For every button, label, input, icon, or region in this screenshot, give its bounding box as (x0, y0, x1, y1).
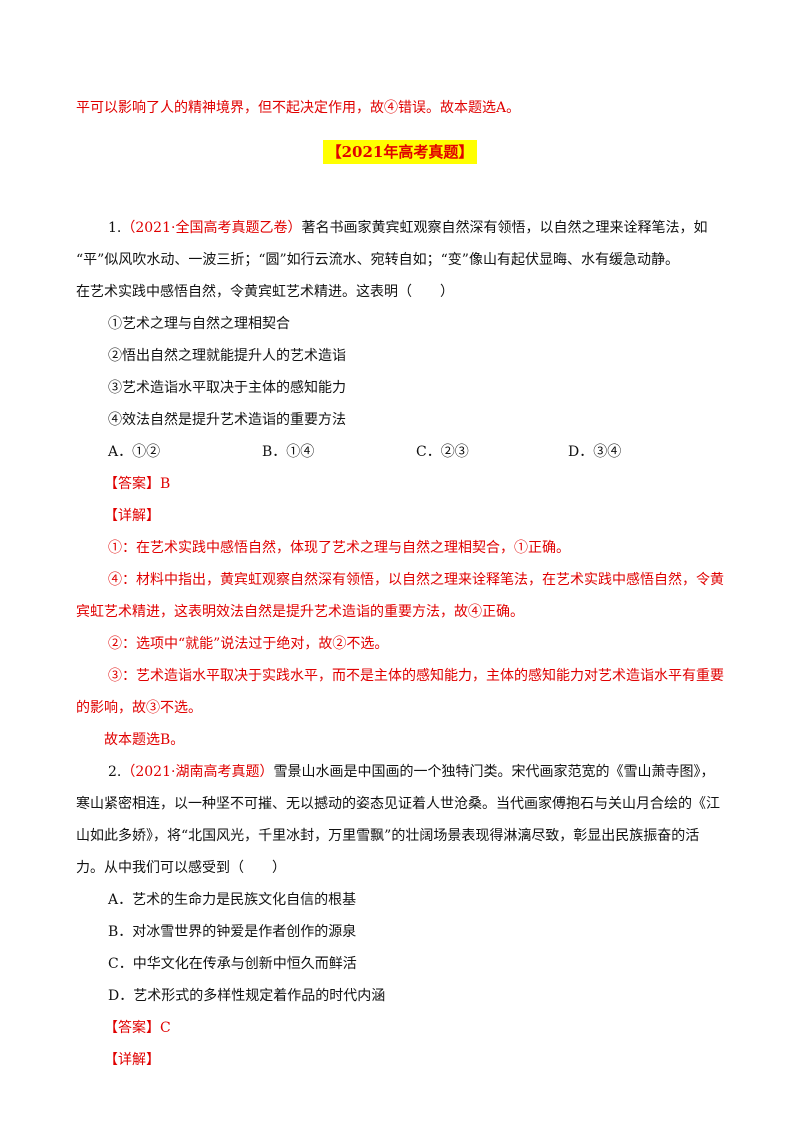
question-2-stem-text-1: 雪景山水画是中国画的一个独特门类。宋代画家范宽的《雪山萧寺图》， (273, 764, 715, 780)
question-2-option-b: B．对冰雪世界的钟爱是作者创作的源泉 (108, 924, 357, 940)
question-2-stem-line-3: 山如此多娇》，将“北国风光，千里冰封，万里雪飘”的壮阔场景表现得淋漓尽致，彰显出… (76, 828, 700, 844)
question-1-source: （2021·全国高考真题乙卷） (121, 220, 302, 236)
carryover-text: 平可以影响了人的精神境界，但不起决定作用，故④错误。故本题选A。 (76, 100, 521, 116)
question-2-answer: 【答案】C (104, 1020, 171, 1036)
question-2-stem-line-1: 2.（2021·湖南高考真题）雪景山水画是中国画的一个独特门类。宋代画家范宽的《… (108, 762, 714, 782)
question-1-detail-3: 宾虹艺术精进，这表明效法自然是提升艺术造诣的重要方法，故④正确。 (76, 604, 524, 620)
question-1-stem-line-1: 1.（2021·全国高考真题乙卷）著名书画家黄宾虹观察自然深有领悟，以自然之理来… (108, 218, 707, 238)
section-title: 【2021年高考真题】 (322, 140, 478, 164)
question-2-detail-label: 【详解】 (104, 1052, 160, 1068)
question-2-stem-line-2: 寒山紧密相连，以一种坚不可摧、无以撼动的姿态见证着人世沧桑。当代画家傅抱石与关山… (76, 796, 720, 812)
question-1-detail-label: 【详解】 (104, 508, 160, 524)
question-1-stem-line-2: “平”似风吹水动、一波三折；“圆”如行云流水、宛转自如；“变”像山有起伏显晦、水… (76, 252, 679, 268)
question-2-option-a: A．艺术的生命力是民族文化自信的根基 (108, 892, 357, 908)
question-1-detail-4: ②：选项中“就能”说法过于绝对，故②不选。 (108, 636, 389, 652)
question-1-answer: 【答案】B (104, 476, 171, 492)
question-1-detail-2: ④：材料中指出，黄宾虹观察自然深有领悟，以自然之理来诠释笔法，在艺术实践中感悟自… (108, 572, 724, 588)
question-2-option-c: C．中华文化在传承与创新中恒久而鲜活 (108, 956, 357, 972)
question-1-statement-1: ①艺术之理与自然之理相契合 (108, 316, 290, 332)
question-1-option-c: C．②③ (416, 444, 469, 460)
question-2-option-d: D．艺术形式的多样性规定着作品的时代内涵 (108, 988, 386, 1004)
question-1-option-d: D．③④ (568, 444, 622, 460)
question-1-stem-text-1: 著名书画家黄宾虹观察自然深有领悟，以自然之理来诠释笔法，如 (301, 220, 708, 236)
question-2-stem-line-4: 力。从中我们可以感受到（ ） (76, 860, 286, 876)
question-1-option-a: A．①② (108, 444, 161, 460)
question-1-statement-3: ③艺术造诣水平取决于主体的感知能力 (108, 380, 346, 396)
question-2-number: 2. (108, 764, 122, 780)
section-title-wrap: 【2021年高考真题】 (0, 140, 800, 164)
question-2-source: （2021·湖南高考真题） (121, 764, 274, 780)
question-1-statement-2: ②悟出自然之理就能提升人的艺术造诣 (108, 348, 346, 364)
question-1-statement-4: ④效法自然是提升艺术造诣的重要方法 (108, 412, 346, 428)
question-1-stem-line-3: 在艺术实践中感悟自然，令黄宾虹艺术精进。这表明（ ） (76, 284, 454, 300)
question-1-number: 1. (108, 220, 122, 236)
question-1-conclusion: 故本题选B。 (104, 732, 185, 748)
question-1-detail-5: ③：艺术造诣水平取决于实践水平，而不是主体的感知能力，主体的感知能力对艺术造诣水… (108, 668, 724, 684)
question-1-detail-6: 的影响，故③不选。 (76, 700, 202, 716)
question-1-option-b: B．①④ (262, 444, 315, 460)
question-1-detail-1: ①：在艺术实践中感悟自然，体现了艺术之理与自然之理相契合，①正确。 (108, 540, 570, 556)
